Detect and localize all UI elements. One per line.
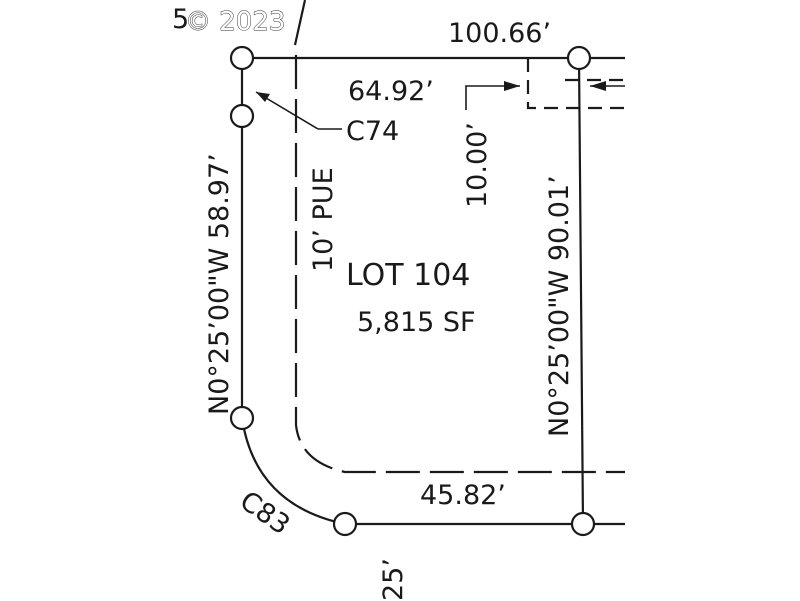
pue-offset-label: 10.00’ [462,122,493,208]
c83-label: C83 [234,485,295,541]
arrow-right-icon [504,81,520,91]
lot-title: LOT 104 [346,258,470,293]
south-distance-label: 45.82’ [420,480,506,511]
c74-label: C74 [346,116,399,147]
monument-se [570,511,596,537]
east-boundary [577,57,585,525]
monument-nw [229,45,255,71]
cropped-label-top-left: 5 [172,4,189,35]
c74-arrow-icon [256,92,270,102]
cropped-label-bottom: 25’ [378,558,409,601]
dimension-leader-left [465,85,520,110]
watermark: © 2023 [185,7,285,37]
north-inner-distance-label: 64.92’ [348,76,434,107]
monument-west-pt [229,405,255,431]
pue-easement-line [294,55,625,474]
monument-west-pc [229,103,255,129]
west-bearing-label: N0°25’00"W 58.97’ [204,153,235,415]
pue-label: 10’ PUE [308,167,339,272]
monument-ne [566,45,592,71]
curve-c83-arc [240,417,346,526]
lot-area: 5,815 SF [357,307,476,338]
monument-sw [332,511,358,537]
pue-north-dash [526,58,625,110]
north-distance-label: 100.66’ [448,18,551,49]
east-bearing-label: N0°25’00"W 90.01’ [544,175,575,437]
row-line-top [293,0,307,46]
arrow-left-icon [590,81,606,91]
